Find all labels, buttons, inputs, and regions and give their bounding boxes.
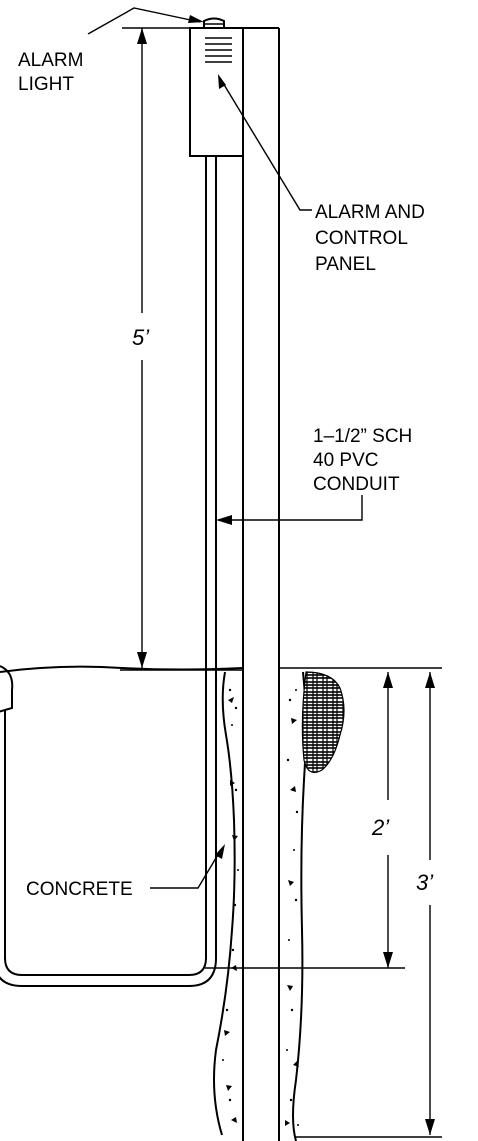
leader-alarm-panel xyxy=(218,74,312,211)
dimension-5ft xyxy=(122,27,190,668)
dimension-2ft xyxy=(205,672,405,969)
label-concrete: CONCRETE xyxy=(26,879,133,900)
label-alarm-control-panel: ALARM AND CONTROL PANEL xyxy=(315,202,430,275)
leader-concrete xyxy=(150,844,225,889)
hatched-backfill xyxy=(301,671,345,773)
label-pvc-conduit: 1–1/2” SCH 40 PVC CONDUIT xyxy=(313,426,418,495)
pvc-conduit xyxy=(0,156,217,987)
leader-alarm-light xyxy=(87,7,204,35)
concrete-encasement xyxy=(213,671,307,1141)
post xyxy=(190,27,280,1141)
concrete-aggregate xyxy=(222,688,299,1126)
alarm-light xyxy=(203,17,225,28)
leader-conduit xyxy=(216,495,363,525)
dimension-2ft-label: 2’ xyxy=(371,815,390,840)
label-alarm-light: ALARM LIGHT xyxy=(18,50,89,95)
dimension-3ft xyxy=(296,667,442,1138)
grade-line xyxy=(0,665,355,673)
alarm-control-panel xyxy=(189,27,244,157)
dimension-5ft-label: 5’ xyxy=(132,325,150,350)
dimension-3ft-label: 3’ xyxy=(416,870,434,895)
